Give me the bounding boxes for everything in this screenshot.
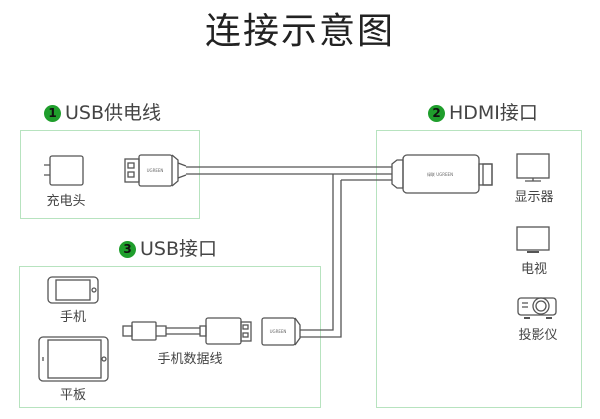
usb-a-female-socket-icon: UGREEN bbox=[261, 317, 301, 346]
number-badge: 3 bbox=[119, 240, 136, 258]
tablet-icon bbox=[38, 336, 109, 382]
caption-tv: 电视 bbox=[520, 262, 547, 277]
number-badge: 1 bbox=[44, 104, 61, 122]
brand-text: UGREEN bbox=[270, 329, 287, 334]
phone-data-cable-icon bbox=[122, 317, 252, 345]
section-title: USB接口 bbox=[140, 238, 218, 260]
monitor-icon bbox=[516, 153, 550, 182]
caption-phone-data-cable: 手机数据线 bbox=[157, 352, 223, 367]
usb-a-male-plug-icon: UGREEN bbox=[124, 154, 187, 187]
hdmi-adapter-icon: 绿联 UGREEN bbox=[391, 154, 493, 194]
hdmi-box bbox=[376, 130, 582, 408]
phone-icon bbox=[47, 276, 99, 304]
caption-phone: 手机 bbox=[59, 310, 86, 325]
caption-monitor: 显示器 bbox=[514, 190, 554, 205]
section-label-hdmi: 2 HDMI接口 bbox=[428, 102, 538, 124]
diagram-title: 连接示意图 bbox=[204, 11, 395, 52]
caption-projector: 投影仪 bbox=[518, 328, 558, 343]
projector-icon bbox=[517, 297, 557, 319]
brand-text: 绿联 UGREEN bbox=[427, 171, 453, 177]
tv-icon bbox=[516, 226, 550, 253]
section-title: HDMI接口 bbox=[449, 102, 538, 124]
section-title: USB供电线 bbox=[65, 102, 162, 124]
number-badge: 2 bbox=[428, 104, 445, 122]
section-label-usb-power: 1 USB供电线 bbox=[44, 102, 161, 124]
caption-charger: 充电头 bbox=[46, 194, 86, 209]
caption-tablet: 平板 bbox=[59, 388, 86, 403]
brand-text: UGREEN bbox=[147, 168, 164, 173]
section-label-usb-port: 3 USB接口 bbox=[119, 238, 217, 260]
cable-lines bbox=[186, 166, 392, 338]
charger-icon bbox=[44, 155, 84, 186]
